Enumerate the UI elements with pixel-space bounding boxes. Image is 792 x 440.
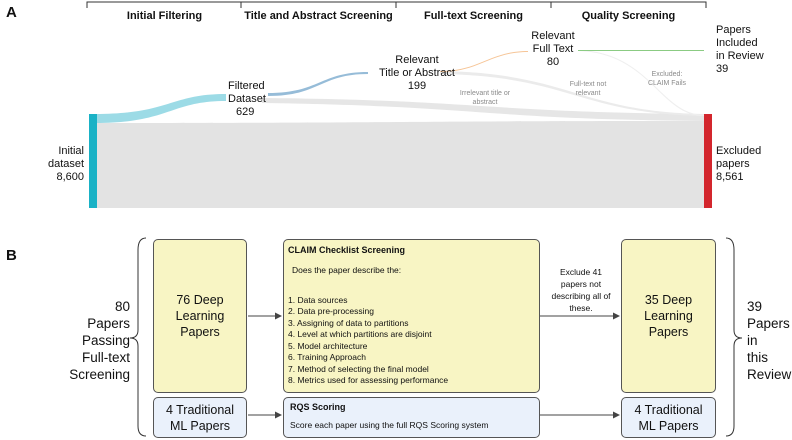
- dl-output-box: 35 Deep Learning Papers: [621, 239, 716, 393]
- stage-bracket-4: [550, 1, 707, 8]
- criterion-item: 4. Level at which partitions are disjoin…: [288, 329, 432, 339]
- rqs-title: RQS Scoring: [290, 402, 346, 412]
- exclude-note: Exclude 41 papers not describing all of …: [551, 267, 611, 313]
- dl-input-box: 76 Deep Learning Papers: [153, 239, 247, 393]
- flow-filtered-to-relevant-ta: [268, 72, 368, 96]
- criterion-item: 7. Method of selecting the final model: [288, 363, 429, 374]
- node-label-filtered: Filtered Dataset 629: [228, 80, 266, 118]
- claim-question: Does the paper describe the:: [292, 265, 402, 275]
- ml-output-box: 4 Traditional ML Papers: [621, 397, 716, 438]
- panel-b-letter: B: [6, 247, 17, 264]
- stage-label-quality: Quality Screening: [581, 10, 676, 22]
- stage-brackets: [86, 1, 707, 8]
- flow-relevant-ft-to-included: [578, 50, 704, 51]
- flow-label-claim-fails: Excluded: CLAIM Fails: [647, 71, 687, 87]
- flow-relevant-ta-to-relevant-ft: [440, 51, 528, 72]
- node-label-relevant-ta: Relevant Title or Abstract 199: [378, 54, 455, 92]
- stage-label-title-abstract: Title and Abstract Screening: [244, 10, 393, 22]
- stage-bracket-2: [240, 1, 397, 8]
- stage-label-full-text: Full-text Screening: [423, 10, 524, 22]
- claim-criteria-list: 1. Data sources 2. Data pre-processing 3…: [288, 295, 535, 387]
- node-bar-excluded: [704, 114, 712, 208]
- stage-label-initial-filtering: Initial Filtering: [126, 10, 203, 22]
- left-brace: [129, 237, 147, 437]
- right-side-summary: 39 Papers in this Review: [747, 299, 792, 382]
- stage-bracket-3: [395, 1, 552, 8]
- rqs-scoring-box: RQS Scoring Score each paper using the f…: [283, 397, 540, 438]
- node-label-excluded: Excluded papers 8,561: [716, 145, 762, 183]
- criterion-item: 5. Model architecture: [288, 340, 368, 351]
- panel-a-letter: A: [6, 4, 17, 21]
- criterion-item: 1. Data sources: [288, 294, 348, 305]
- flow-label-irrelevant-ta: Irrelevant title or abstract: [459, 90, 511, 106]
- criterion-item: 3. Assigning of data to partitions: [288, 317, 409, 328]
- node-label-included: Papers Included in Review 39: [716, 24, 764, 75]
- claim-checklist-box: CLAIM Checklist Screening Does the paper…: [283, 239, 540, 393]
- flow-diagram-b: [129, 237, 743, 437]
- flow-label-ft-not-relevant: Full-text not relevant: [569, 81, 607, 97]
- claim-title: CLAIM Checklist Screening: [288, 245, 406, 255]
- criterion-item: 8. Metrics used for assessing performanc…: [288, 375, 449, 385]
- sankey-diagram: [86, 1, 712, 208]
- flow-initial-to-filtered: [95, 94, 226, 123]
- stage-bracket-1: [86, 1, 242, 8]
- criterion-item: 6. Training Approach: [288, 352, 366, 362]
- flow-initial-to-excluded: [95, 121, 704, 208]
- node-label-relevant-ft: Relevant Full Text 80: [531, 30, 575, 68]
- rqs-text: Score each paper using the full RQS Scor…: [290, 420, 489, 430]
- left-side-summary: 80 Papers Passing Full-text Screening: [69, 299, 130, 382]
- criterion-item: 2. Data pre-processing: [288, 306, 374, 316]
- ml-input-box: 4 Traditional ML Papers: [153, 397, 247, 438]
- node-bar-initial: [89, 114, 97, 208]
- right-brace: [725, 237, 743, 437]
- flow-relevant-ta-to-excluded: [440, 71, 704, 116]
- node-label-initial: Initial dataset 8,600: [48, 145, 85, 183]
- flow-filtered-to-excluded: [262, 98, 704, 121]
